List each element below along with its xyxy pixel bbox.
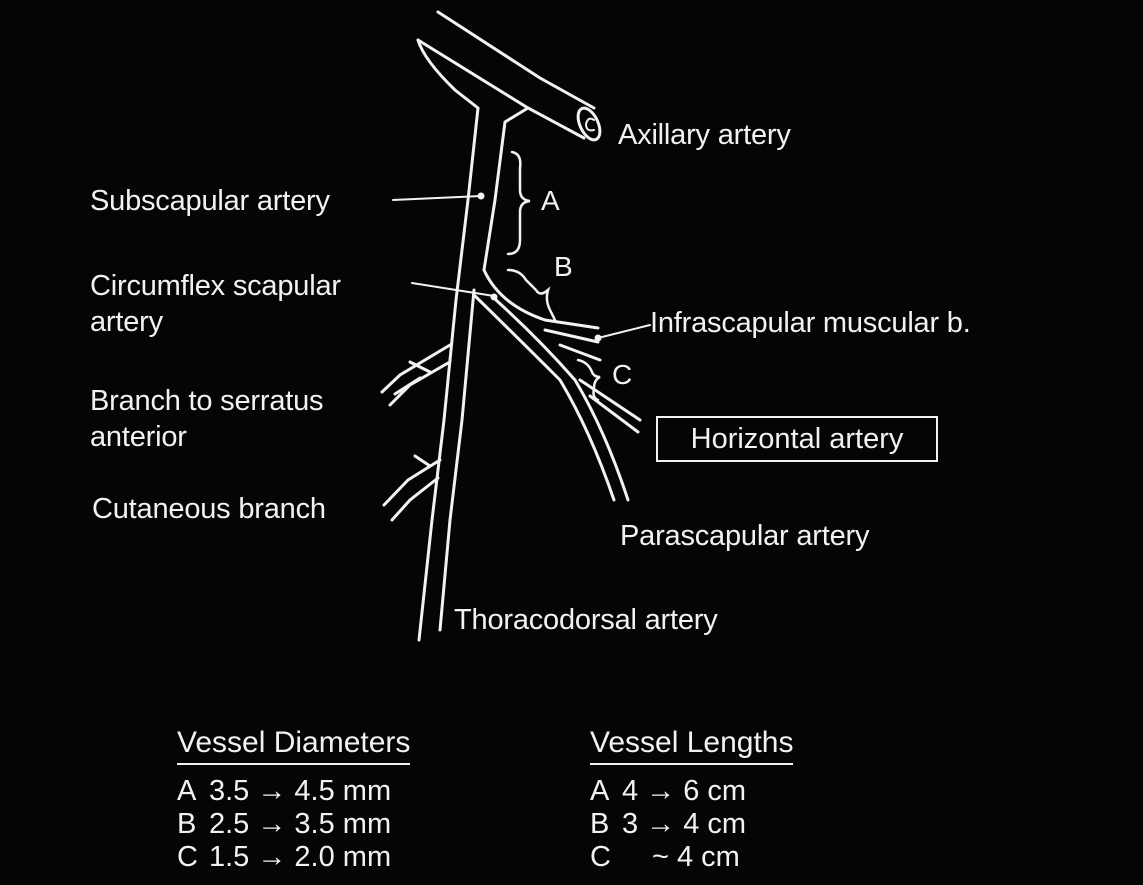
diameter-key: C xyxy=(177,841,209,874)
axillary-artery-cross-section xyxy=(586,119,594,131)
axillary-artery-vessel xyxy=(418,12,594,138)
axillary-artery-end xyxy=(574,105,605,143)
horizontal-artery-label: Horizontal artery xyxy=(656,416,938,462)
length-value: 3 → 4 cm xyxy=(622,808,746,841)
serratus-branch-label-line1: Branch to serratus xyxy=(90,384,323,418)
infrascapular-leader-line xyxy=(598,325,650,338)
subscapular-artery-vessel xyxy=(418,40,528,300)
vessel-lengths-heading: Vessel Lengths xyxy=(590,725,793,765)
segment-a-brace xyxy=(508,152,530,254)
length-key: B xyxy=(590,808,622,841)
length-row: C~ 4 cm xyxy=(590,841,793,874)
length-value: 4 → 6 cm xyxy=(622,775,746,808)
diameter-key: A xyxy=(177,775,209,808)
cutaneous-branch-label: Cutaneous branch xyxy=(92,492,326,526)
length-key: A xyxy=(590,775,622,808)
thoracodorsal-artery-label: Thoracodorsal artery xyxy=(454,603,718,637)
circumflex-scapular-label-line2: artery xyxy=(90,305,163,339)
parascapular-artery-label: Parascapular artery xyxy=(620,519,869,553)
infrascapular-branch-vessel xyxy=(545,330,598,342)
vessel-diameters-heading: Vessel Diameters xyxy=(177,725,410,765)
segment-c-marker: C xyxy=(612,360,632,390)
circumflex-scapular-label-line1: Circumflex scapular xyxy=(90,269,341,303)
serratus-branch-vessel xyxy=(382,345,450,405)
diameter-value: 1.5 → 2.0 mm xyxy=(209,841,391,874)
diameter-key: B xyxy=(177,808,209,841)
diameter-value: 2.5 → 3.5 mm xyxy=(209,808,391,841)
length-key: C xyxy=(590,841,652,874)
circumflex-scapular-vessel xyxy=(474,270,628,500)
subscapular-artery-label: Subscapular artery xyxy=(90,184,330,218)
infrascapular-muscular-label: Infrascapular muscular b. xyxy=(650,306,971,340)
segment-a-marker: A xyxy=(541,186,560,216)
circumflex-leader-line xyxy=(412,283,494,296)
serratus-branch-label-line2: anterior xyxy=(90,420,187,454)
length-value: ~ 4 cm xyxy=(652,841,740,874)
segment-b-marker: B xyxy=(554,252,573,282)
cutaneous-branch-vessel xyxy=(384,456,440,520)
diameter-value: 3.5 → 4.5 mm xyxy=(209,775,391,808)
axillary-artery-label: Axillary artery xyxy=(618,118,791,152)
